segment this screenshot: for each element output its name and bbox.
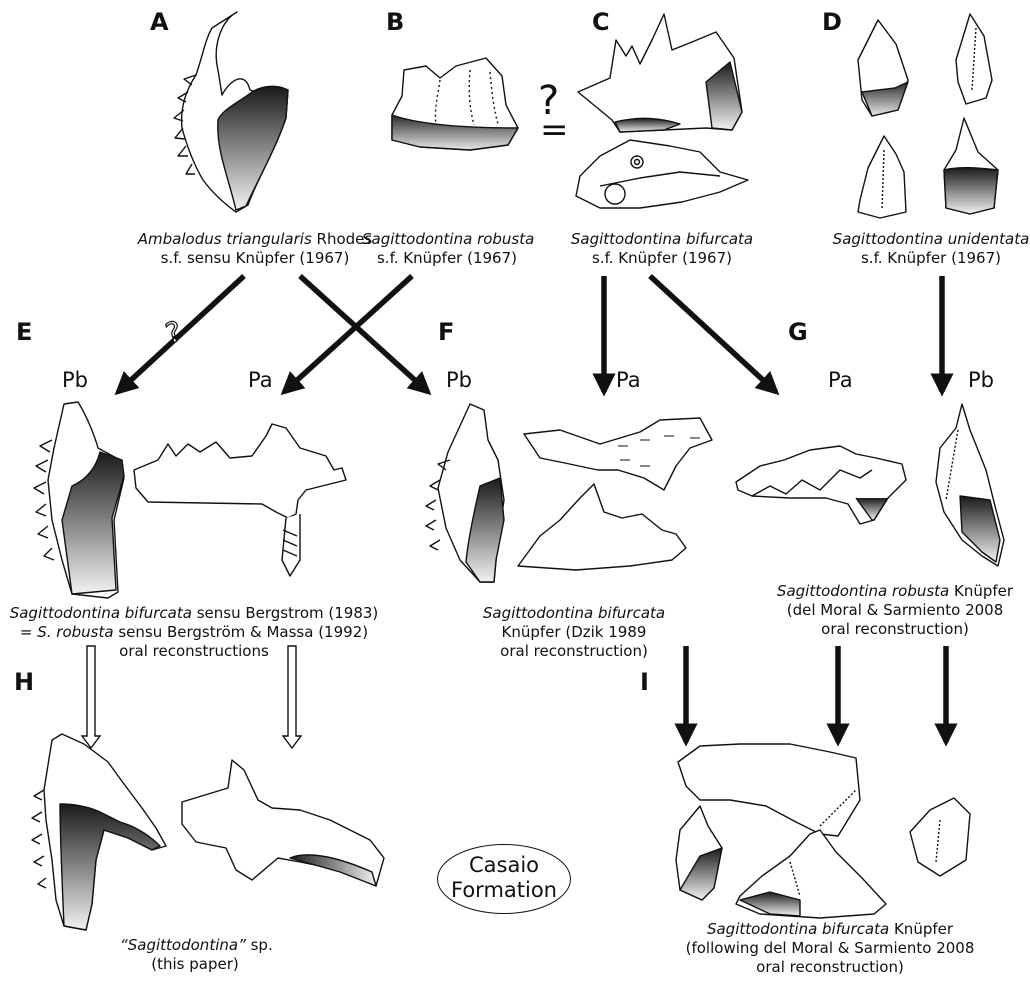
position-label-g-pb: Pb (968, 368, 994, 392)
element-h-pa-sketch (182, 760, 384, 886)
panel-label-d: D (822, 8, 842, 36)
element-h-pb-sketch (32, 734, 166, 930)
caption-h: “Sagittodontina” sp. (this paper) (120, 936, 270, 974)
element-a-sketch (174, 12, 288, 212)
caption-d: Sagittodontina unidentata s.f. Knüpfer (… (826, 230, 1030, 268)
position-label-f-pb: Pb (446, 368, 472, 392)
arrow-c-to-g-pa (650, 276, 776, 392)
panel-label-i: I (640, 668, 649, 696)
panel-label-g: G (788, 318, 808, 346)
element-c-sketch (576, 14, 748, 208)
caption-i: Sagittodontina bifurcata Knüpfer (follow… (680, 920, 980, 977)
caption-a: Ambalodus triangularis Rhodes s.f. sensu… (130, 230, 380, 268)
element-g-pa-sketch (736, 446, 906, 524)
arrow-b-to-e-pa (284, 276, 412, 392)
element-d-sketch (858, 14, 998, 218)
caption-g: Sagittodontina robusta Knüpfer (del Mora… (770, 582, 1020, 639)
hollow-arrows (82, 646, 301, 748)
position-label-e-pa: Pa (248, 368, 273, 392)
panel-label-f: F (438, 318, 454, 346)
caption-c: Sagittodontina bifurcata s.f. Knüpfer (1… (562, 230, 762, 268)
panel-label-c: C (592, 8, 610, 36)
caption-f: Sagittodontina bifurcata Knüpfer (Dzik 1… (474, 604, 674, 661)
derivation-arrows (118, 276, 946, 742)
element-i-sketch (676, 744, 970, 918)
formation-line2: Formation (451, 878, 557, 902)
caption-b: Sagittodontina robusta s.f. Knüpfer (196… (362, 230, 532, 268)
element-g-pb-sketch (936, 404, 1004, 566)
element-e-pa-sketch (134, 424, 346, 576)
position-label-e-pb: Pb (62, 368, 88, 392)
panel-label-b: B (386, 8, 404, 36)
formation-line1: Casaio (469, 853, 539, 877)
panel-label-a: A (150, 8, 169, 36)
element-e-pb-sketch (34, 402, 124, 598)
element-b-sketch (392, 58, 518, 150)
position-label-f-pa: Pa (616, 368, 641, 392)
arrow-a-to-f-pb (300, 276, 428, 392)
panel-label-h: H (14, 668, 34, 696)
element-f-pb-sketch (426, 404, 504, 582)
hollow-arrow-e-pb-to-h (82, 646, 100, 748)
element-f-pa-sketch (518, 418, 712, 570)
position-label-g-pa: Pa (828, 368, 853, 392)
equals-mark: = (540, 110, 569, 150)
panel-label-e: E (16, 318, 32, 346)
formation-oval: Casaio Formation (437, 844, 571, 914)
caption-e: Sagittodontina bifurcata sensu Bergstrom… (4, 604, 384, 661)
hollow-arrow-e-pa-to-h (283, 646, 301, 748)
